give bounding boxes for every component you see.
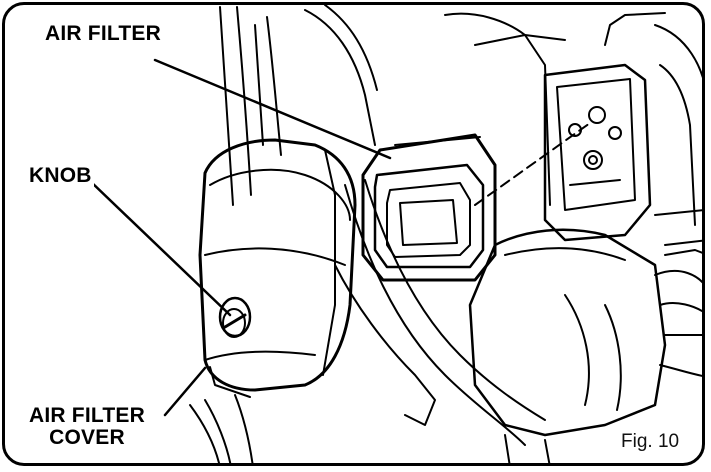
knob-label: KNOB <box>27 164 94 187</box>
air-filter-cover-label-line2: COVER <box>49 426 125 449</box>
handle-frame-lines <box>189 5 378 463</box>
knob-illustration <box>218 296 252 338</box>
figure-frame: AIR FILTER KNOB AIR FILTER COVER Fig. 10 <box>2 2 705 466</box>
air-filter-illustration <box>361 133 497 282</box>
air-filter-illustration <box>87 5 702 463</box>
air-filter-cover-label: AIR FILTER COVER <box>27 405 147 449</box>
lower-housing <box>468 228 702 463</box>
figure-number: Fig. 10 <box>617 431 684 453</box>
air-filter-cover-illustration <box>198 138 357 398</box>
alignment-dash-line <box>474 122 591 206</box>
air-filter-label: AIR FILTER <box>43 22 163 45</box>
duct-curve <box>334 179 546 446</box>
leader-lines <box>87 58 392 417</box>
air-filter-cover-label-line1: AIR FILTER <box>29 404 145 427</box>
engine-housing <box>444 12 702 246</box>
